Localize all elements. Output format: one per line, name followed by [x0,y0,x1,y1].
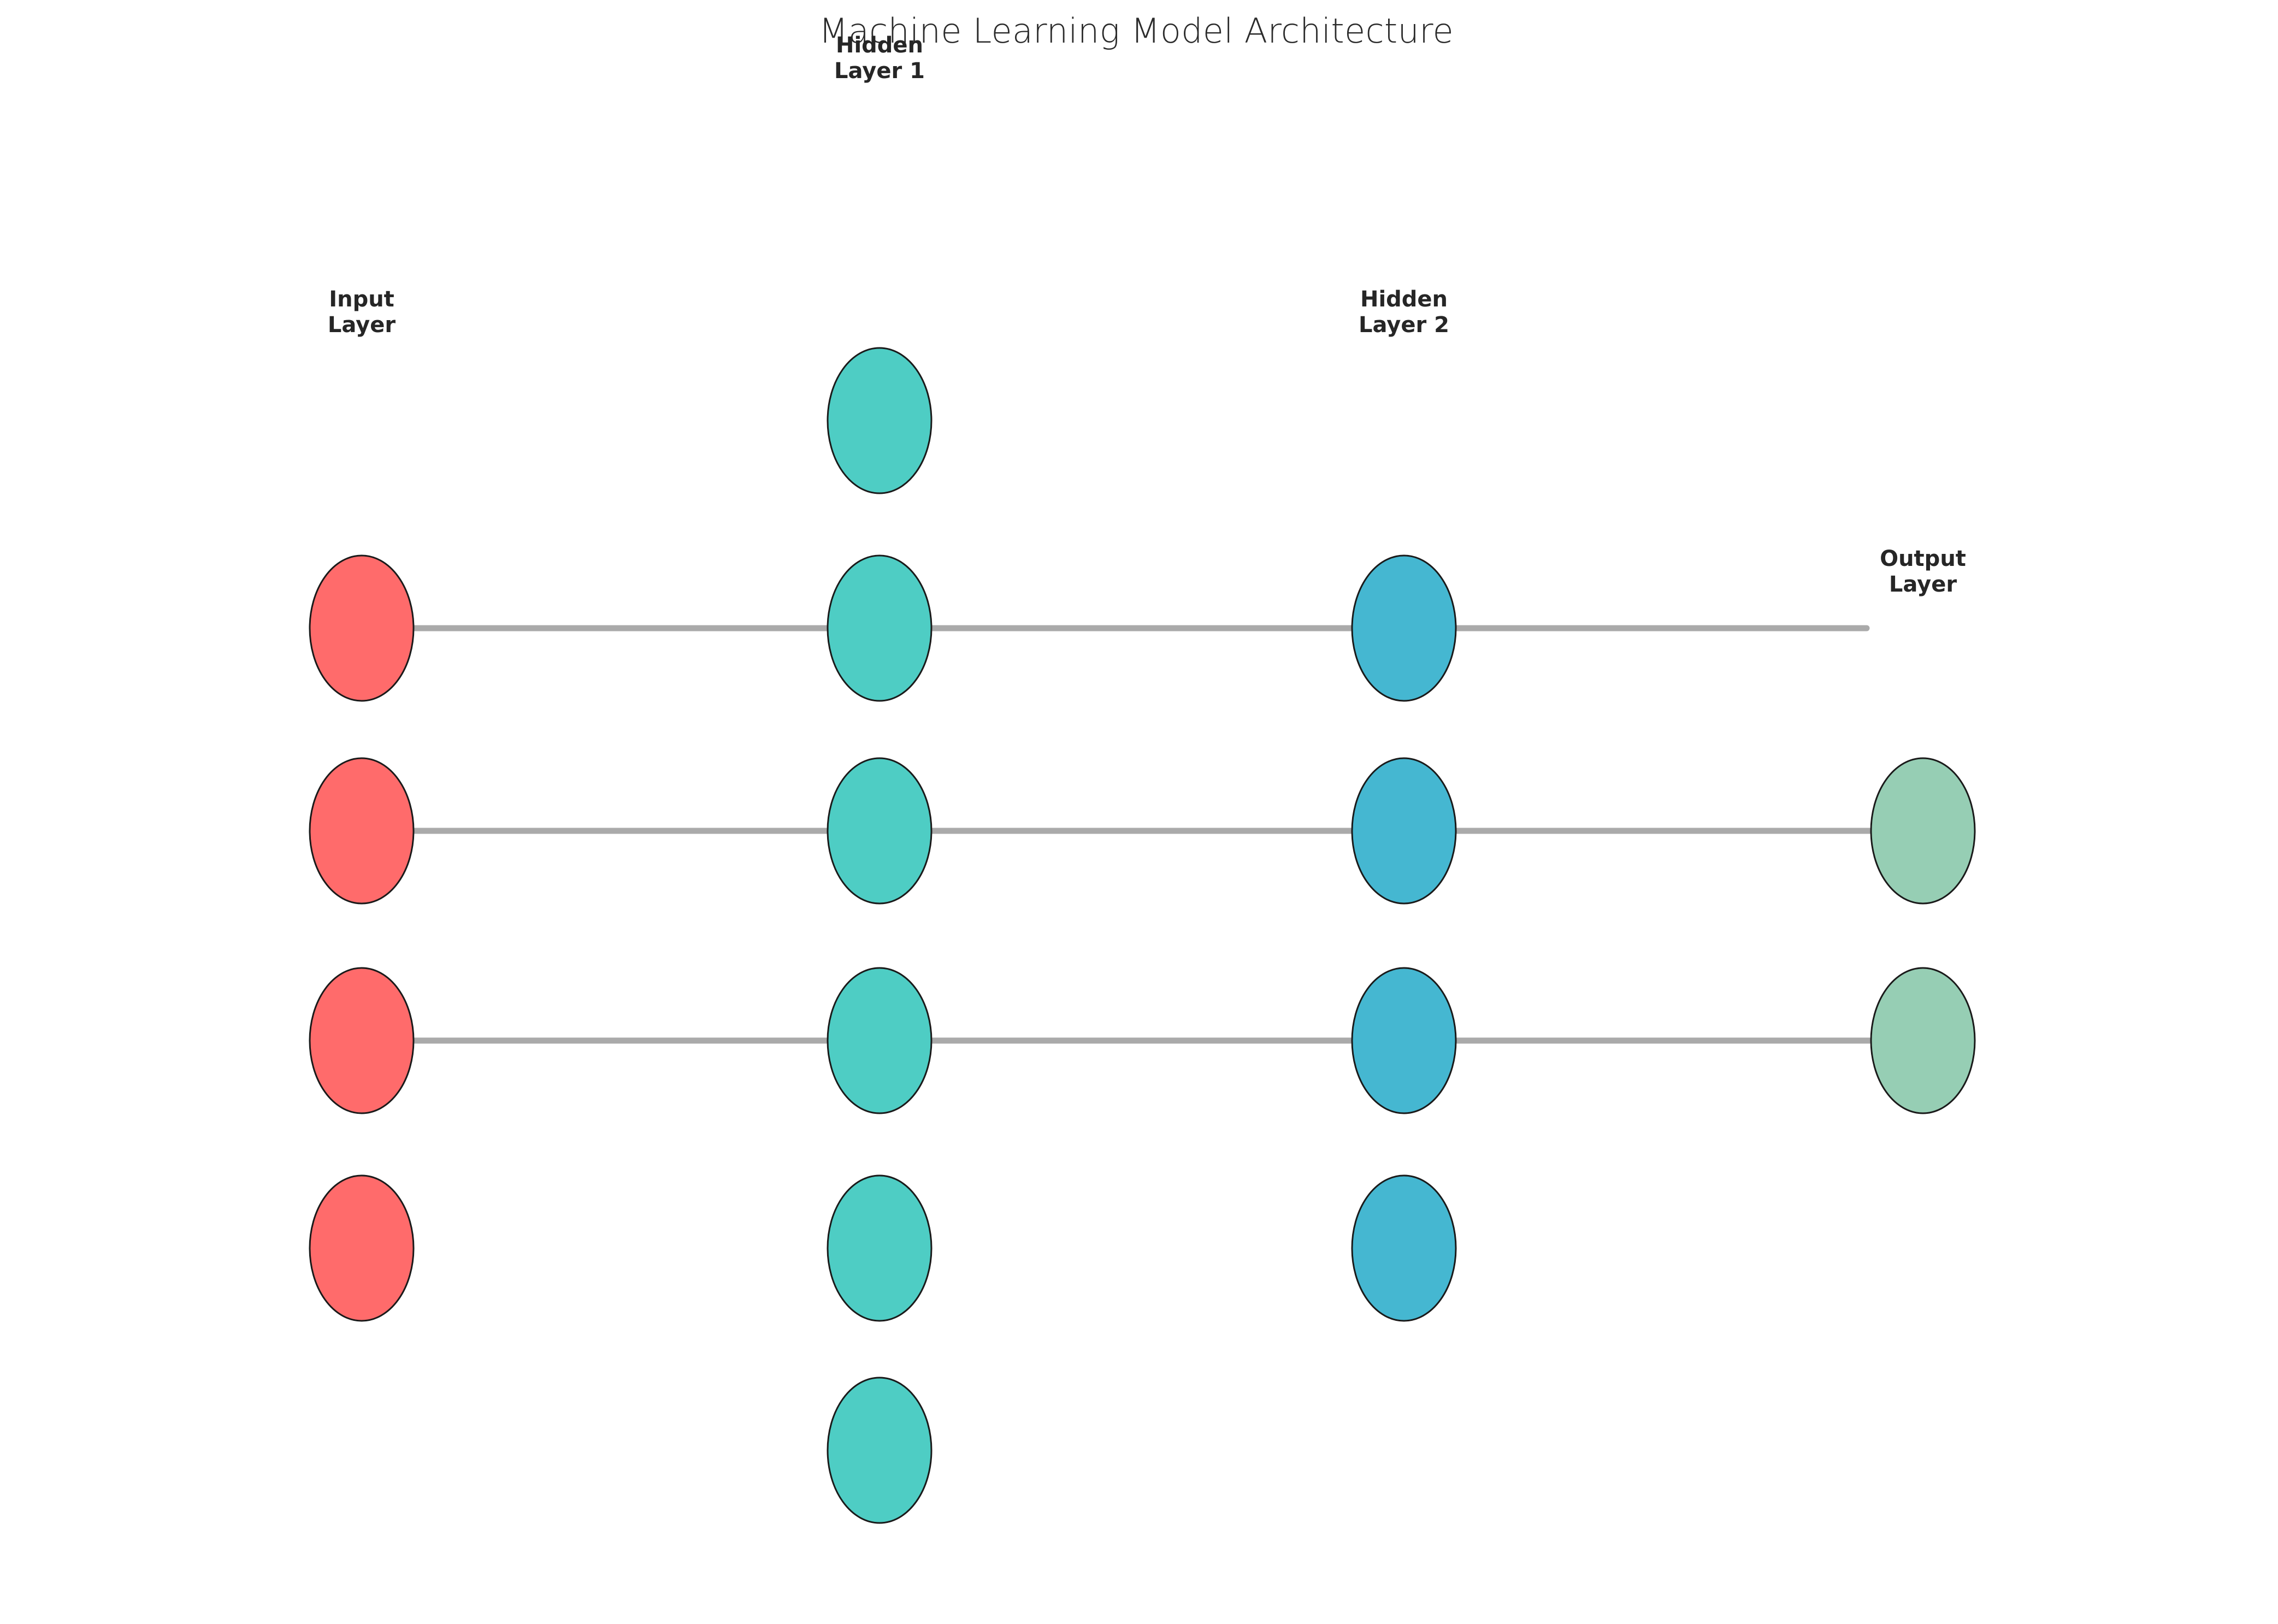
layer-label-hidden1-line2: Layer 1 [834,58,925,84]
node-hidden1-6[interactable] [827,1377,933,1524]
page-title: Machine Learning Model Architecture [819,11,1454,51]
node-input-4[interactable] [309,1174,415,1322]
layer-label-output-line2: Layer [1889,572,1957,598]
node-hidden2-3[interactable] [1351,967,1457,1114]
layer-label-output-line1: Output [1880,546,1966,571]
node-hidden1-3[interactable] [827,757,933,905]
node-hidden1-4[interactable] [827,967,933,1114]
node-hidden2-4[interactable] [1351,1174,1457,1322]
layer-label-hidden2-line2: Layer 2 [1359,312,1449,338]
node-hidden1-1[interactable] [827,347,933,494]
layer-label-hidden1-line1: Hidden [835,33,924,58]
node-hidden1-2[interactable] [827,554,933,702]
layer-label-hidden2-line1: Hidden [1360,287,1448,312]
layer-label-input-line1: Input [329,287,394,312]
node-hidden2-2[interactable] [1351,757,1457,905]
edges-group [410,625,1874,1044]
node-hidden2-1[interactable] [1351,554,1457,702]
nodes-group [309,347,1976,1524]
node-input-2[interactable] [309,757,415,905]
node-input-3[interactable] [309,967,415,1114]
node-output-1[interactable] [1870,757,1976,905]
node-input-1[interactable] [309,554,415,702]
layer-label-input-line2: Layer [327,312,396,338]
node-hidden1-5[interactable] [827,1174,933,1322]
node-output-2[interactable] [1870,967,1976,1114]
